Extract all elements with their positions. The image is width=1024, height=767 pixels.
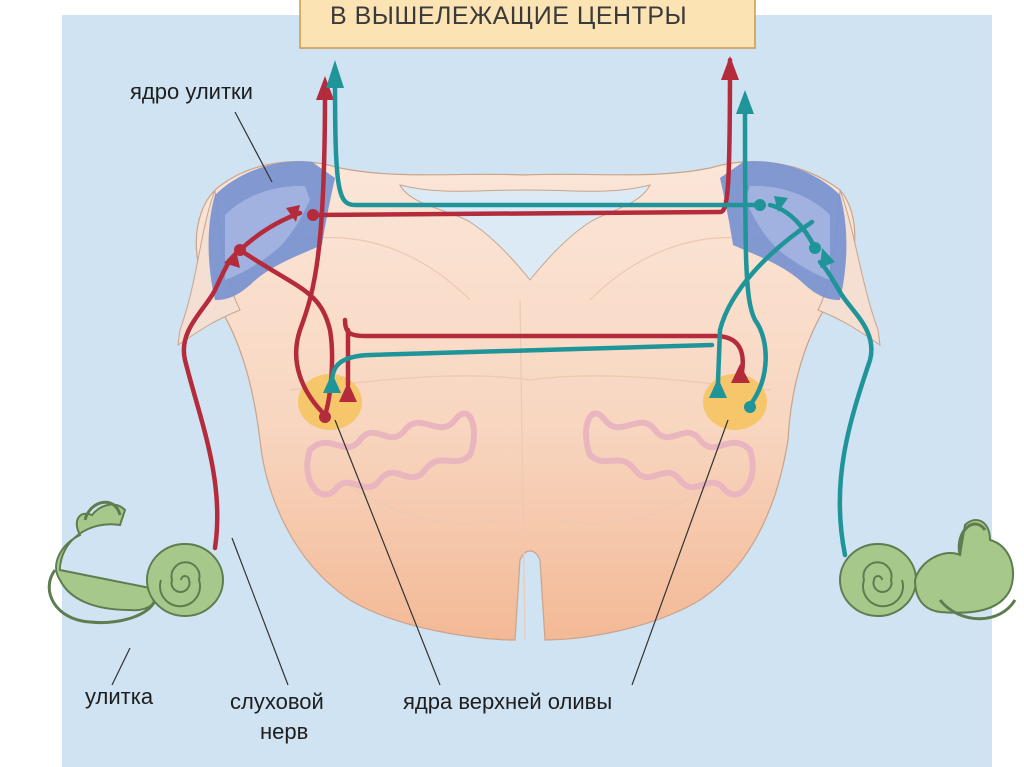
teal-cell-body-dorsal [754, 199, 766, 211]
right-cochlea [839, 519, 1017, 621]
left-auditory-nerve-fiber [181, 255, 235, 551]
teal-ascending-right [742, 97, 768, 408]
label-cochlea: улитка [85, 684, 154, 709]
pointer-cochlea [111, 647, 131, 686]
red-cell-body-dorsal [307, 209, 319, 221]
teal-cell-body-olive [744, 401, 756, 413]
red-synapse-left-olive [339, 382, 357, 402]
red-cell-body-nucleus [234, 244, 246, 256]
label-cochlear-nucleus: ядро улитки [130, 79, 253, 104]
right-inferior-olive [582, 410, 756, 498]
right-auditory-nerve-fiber [817, 259, 874, 558]
left-cochlea [47, 500, 224, 625]
fourth-ventricle [399, 184, 651, 281]
teal-synapse-left-olive [323, 373, 341, 393]
right-nerve-branch [767, 202, 818, 251]
red-arrowhead-right-top [721, 56, 739, 80]
red-dorsal-crossing [310, 57, 733, 218]
teal-nucleus-to-right-olive [715, 219, 815, 385]
left-inferior-olive [304, 410, 478, 498]
label-superior-olive: ядра верхней оливы [403, 689, 613, 714]
red-synapse-right-olive [731, 364, 750, 383]
brainstem [195, 161, 856, 641]
label-auditory-nerve-line1: слуховой [230, 689, 324, 714]
pointer-olive-right [631, 419, 729, 686]
teal-arrowhead-left-top [326, 60, 344, 88]
right-cochlear-nucleus-shade [745, 185, 830, 280]
red-arrowhead-left-top [316, 76, 334, 100]
pointer-auditory-nerve [231, 537, 289, 686]
label-auditory-nerve-line2: нерв [260, 719, 309, 744]
teal-synapse-nucleus-a [820, 248, 835, 268]
teal-synapse-right-olive [709, 378, 727, 398]
pointer-cochlear-nucleus [234, 111, 273, 183]
teal-arrowhead-right-top [736, 90, 754, 114]
brainstem-contour [289, 236, 771, 641]
red-synapse-nucleus-b [286, 205, 300, 222]
teal-synapse-nucleus-b [774, 196, 788, 212]
pointer-olive-left [334, 419, 441, 686]
title-box [299, 0, 756, 49]
teal-dorsal-crossing [332, 77, 761, 208]
title-higher-centers: В ВЫШЕЛЕЖАЩИЕ ЦЕНТРЫ [330, 2, 688, 30]
red-ascending-left [294, 87, 328, 418]
red-crossing-fiber [342, 317, 745, 375]
red-synapse-nucleus-a [224, 250, 240, 268]
red-cell-body-olive [319, 411, 331, 423]
teal-cell-body-nucleus [809, 242, 821, 254]
